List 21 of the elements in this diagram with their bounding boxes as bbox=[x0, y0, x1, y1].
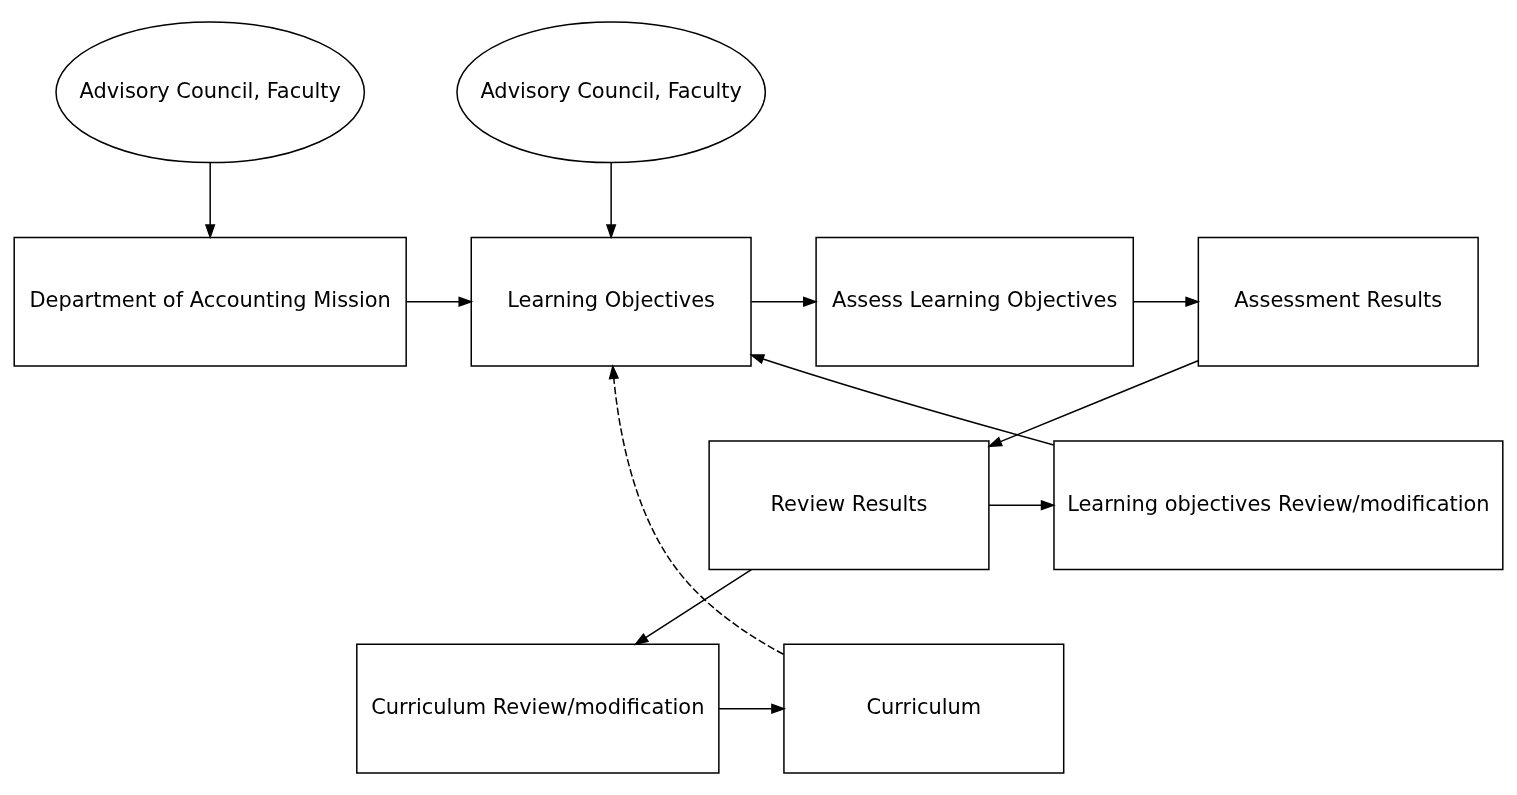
node-box: Assessment Results bbox=[1197, 236, 1479, 367]
node-box: Review Results bbox=[708, 440, 990, 571]
node-box: Learning Objectives bbox=[470, 236, 752, 367]
arrow bbox=[608, 364, 785, 655]
arrow bbox=[749, 354, 1055, 446]
node-box: Assess Learning Objectives bbox=[815, 236, 1134, 367]
arrow bbox=[605, 162, 617, 240]
node-box: Curriculum Review/modification bbox=[356, 643, 720, 774]
node-ellipse: Advisory Council, Faculty bbox=[456, 21, 767, 164]
node-box: Department of Accounting Mission bbox=[13, 236, 407, 367]
arrow bbox=[204, 162, 216, 240]
arrow bbox=[1133, 296, 1201, 307]
arrow bbox=[987, 359, 1199, 448]
arrow bbox=[988, 499, 1056, 511]
node-ellipse: Advisory Council, Faculty bbox=[55, 21, 366, 164]
node-box: Learning objectives Review/modification bbox=[1053, 440, 1504, 571]
arrow bbox=[718, 703, 787, 714]
arrow bbox=[633, 568, 753, 646]
arrow bbox=[750, 296, 818, 307]
node-box: Curriculum bbox=[783, 643, 1065, 774]
arrow bbox=[405, 296, 474, 307]
